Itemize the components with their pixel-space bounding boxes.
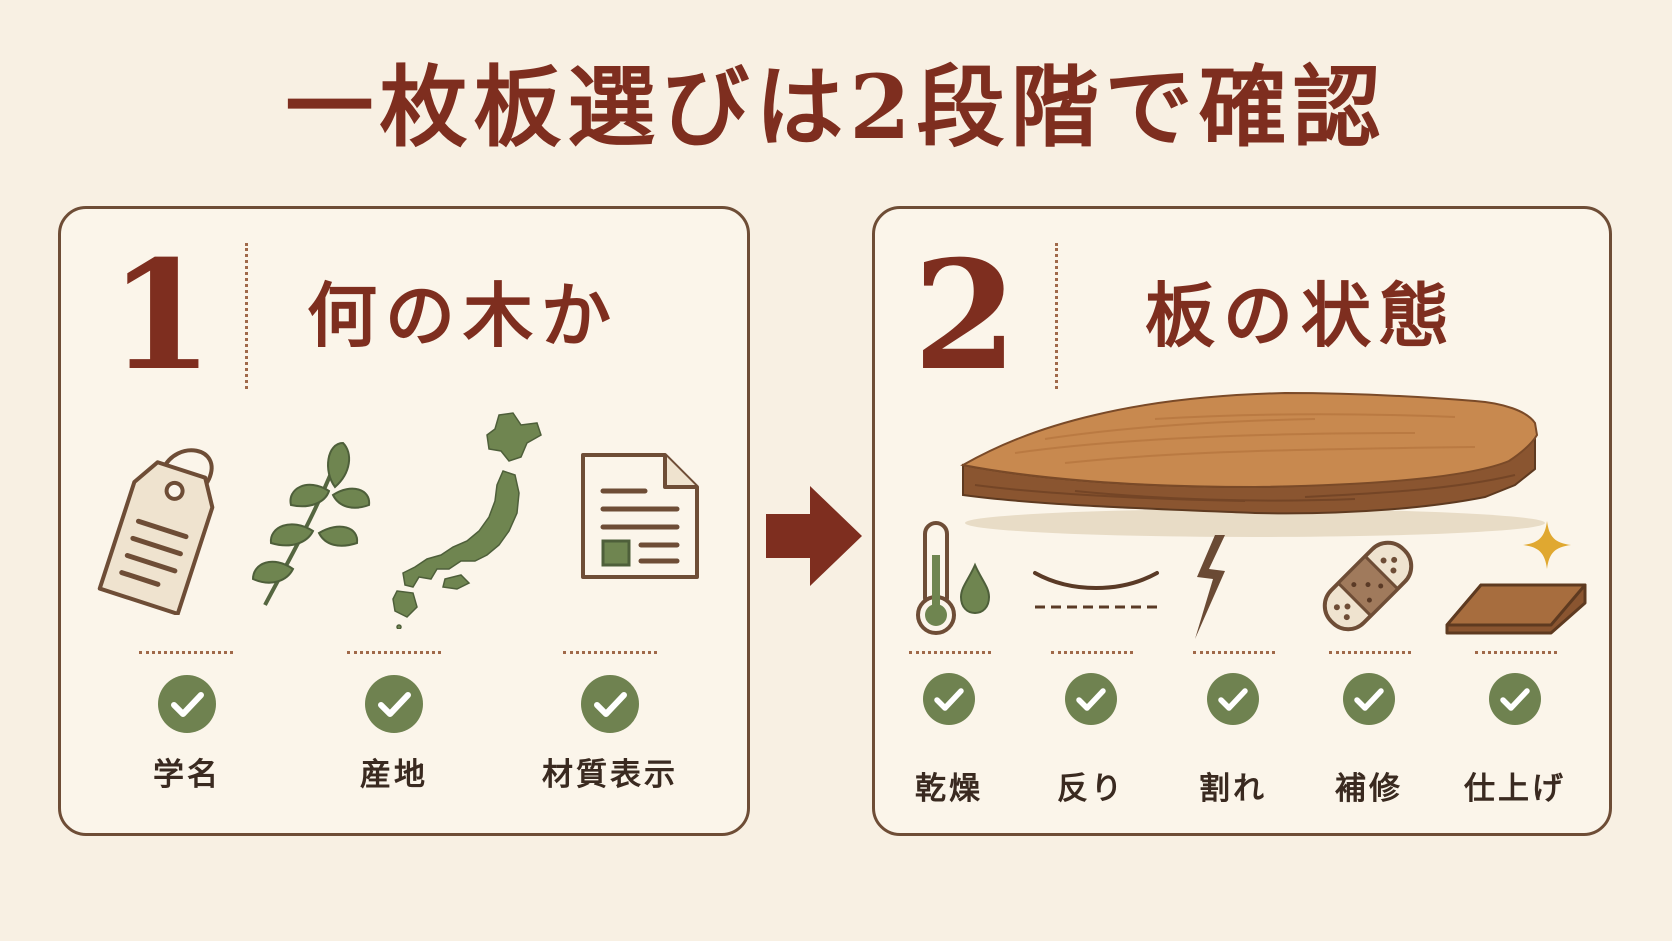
check-icon: [1343, 673, 1395, 725]
japan-map-icon: [391, 409, 561, 633]
step1-heading: 何の木か: [307, 274, 619, 357]
separator-dots: [139, 651, 233, 654]
tag-icon: [85, 435, 225, 619]
check-icon: [923, 673, 975, 725]
check-icon: [158, 675, 216, 733]
crack-icon: [1185, 533, 1235, 647]
thermometer-droplet-icon: [911, 519, 1001, 643]
step2-heading: 板の状態: [1145, 274, 1457, 357]
check-icon: [1489, 673, 1541, 725]
item-label-origin: 産地: [360, 757, 428, 793]
item-label-repair: 補修: [1335, 771, 1403, 807]
separator-dots: [1329, 651, 1411, 654]
wood-slab-image: [955, 389, 1555, 553]
arrow-right-icon: [762, 484, 866, 592]
check-icon: [1065, 673, 1117, 725]
step1-number: 1: [109, 228, 214, 404]
separator-dots: [347, 651, 441, 654]
check-icon: [1207, 673, 1259, 725]
check-icon: [581, 675, 639, 733]
document-icon: [579, 451, 703, 585]
item-label-finish: 仕上げ: [1464, 771, 1566, 807]
separator-dots: [1051, 651, 1133, 654]
page-title: 一枚板選びは2段階で確認: [285, 55, 1387, 159]
step2-divider: [1055, 243, 1058, 389]
step1-divider: [245, 243, 248, 389]
separator-dots: [909, 651, 991, 654]
separator-dots: [1475, 651, 1557, 654]
item-label-cracks: 割れ: [1199, 771, 1267, 807]
separator-dots: [1193, 651, 1275, 654]
item-label-scientific-name: 学名: [153, 757, 221, 793]
item-label-material-label: 材質表示: [542, 757, 678, 793]
step1-card: 1 何の木か: [58, 206, 750, 836]
warp-curve-icon: [1031, 563, 1161, 627]
step2-number: 2: [913, 228, 1018, 404]
bandage-icon: [1313, 531, 1423, 645]
item-label-warp: 反り: [1057, 771, 1125, 807]
check-icon: [365, 675, 423, 733]
item-label-drying: 乾燥: [915, 771, 983, 807]
leaf-branch-icon: [247, 423, 377, 617]
finished-board-sparkle-icon: [1441, 519, 1591, 643]
separator-dots: [563, 651, 657, 654]
step2-card: 2 板の状態: [872, 206, 1612, 836]
